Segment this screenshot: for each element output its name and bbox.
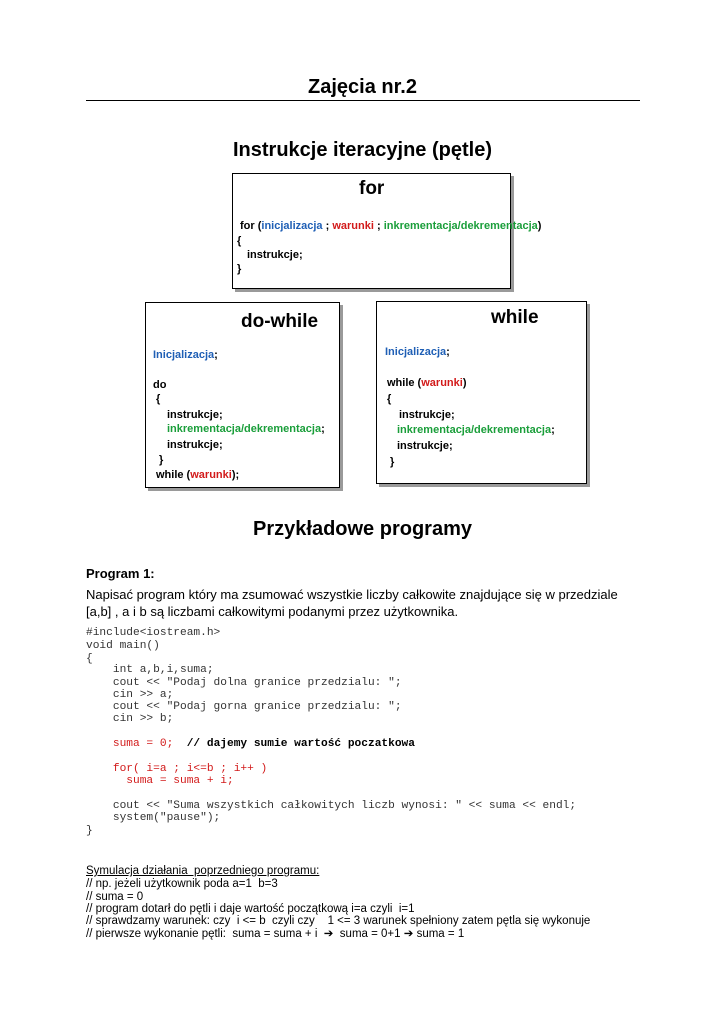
for-box-title: for (359, 178, 385, 199)
arrow-right-icon: ➔ (323, 928, 334, 940)
do-while-close-brace: } (159, 454, 164, 466)
do-while-init-line: Inicjalizacja; (153, 349, 218, 362)
code-sum-statement: suma = suma + i; (86, 775, 234, 787)
examples-heading: Przykładowe programy (253, 518, 472, 540)
code-line: { (86, 653, 93, 665)
do-while-increment-semicolon: ; (321, 423, 325, 435)
while-keyword: while ( (387, 377, 422, 389)
for-keyword: for ( (240, 220, 262, 232)
code-line-for: for( i=a ; i<=b ; i++ ) (86, 763, 267, 775)
do-while-body-1: instrukcje; (167, 409, 223, 421)
code-line: cin >> b; (86, 713, 174, 725)
do-while-increment: inkrementacja/dekrementacja (167, 423, 322, 435)
do-while-end: ); (231, 469, 240, 481)
while-increment: inkrementacja/dekrementacja (397, 424, 552, 436)
while-condition: warunki (421, 377, 463, 389)
program-label: Program 1: (86, 566, 155, 581)
while-increment-semicolon: ; (551, 424, 555, 436)
title-underline (86, 100, 640, 101)
code-line: void main() (86, 640, 160, 652)
for-separator: ; (373, 220, 384, 232)
while-close-brace: } (390, 456, 395, 468)
code-line: cin >> a; (86, 689, 174, 701)
code-line-suma-init: suma = 0; // dajemy sumie wartość poczat… (86, 738, 415, 750)
simulation-text: suma = 1 (413, 928, 465, 940)
for-open-brace: { (237, 235, 242, 247)
for-condition: warunki (332, 220, 374, 232)
code-for-loop: for( i=a ; i<=b ; i++ ) (86, 763, 268, 775)
while-init-semicolon: ; (446, 346, 450, 358)
while-box: while Inicjalizacja; while (warunki) { i… (376, 301, 587, 484)
while-increment-line: inkrementacja/dekrementacja; (397, 424, 555, 437)
simulation-text: suma = 0+1 (333, 928, 404, 940)
for-box: for for (inicjalizacja ; warunki ; inkre… (232, 173, 541, 289)
code-line-sum: suma = suma + i; (86, 775, 234, 787)
code-suma-init: suma = 0; (86, 738, 174, 750)
while-condition-line: while (warunki) (387, 377, 466, 390)
do-while-condition: warunki (190, 469, 232, 481)
for-increment: inkrementacja/dekrementacja (383, 220, 538, 232)
do-while-box-title: do-while (241, 311, 319, 332)
simulation-text: // pierwsze wykonanie pętli: suma = suma… (86, 928, 324, 940)
do-while-body-2: instrukcje; (167, 439, 223, 451)
do-while-init: Inicjalizacja (153, 349, 215, 361)
for-body: instrukcje; (247, 249, 303, 261)
for-separator: ; (322, 220, 333, 232)
code-line: int a,b,i,suma; (86, 664, 214, 676)
while-body-1: instrukcje; (399, 409, 455, 421)
simulation-line-arrows: // pierwsze wykonanie pętli: suma = suma… (86, 928, 464, 940)
code-line: #include<iostream.h> (86, 627, 221, 639)
section-title: Instrukcje iteracyjne (pętle) (233, 139, 492, 161)
for-init: inicjalizacja (261, 220, 323, 232)
code-line: cout << "Suma wszystkich całkowitych lic… (86, 800, 577, 812)
code-line: cout << "Podaj gorna granice przedzialu:… (86, 701, 402, 713)
do-while-open-brace: { (156, 393, 161, 405)
simulation-line: // suma = 0 (86, 891, 144, 903)
do-keyword: do (153, 379, 167, 391)
for-syntax-line: for (inicjalizacja ; warunki ; inkrement… (240, 220, 541, 233)
document-title: Zajęcia nr.2 (308, 76, 417, 98)
while-open-brace: { (387, 393, 392, 405)
code-line: system("pause"); (86, 812, 221, 824)
code-comment: // dajemy sumie wartość poczatkowa (173, 738, 415, 750)
while-close-paren: ) (462, 377, 467, 389)
do-while-increment-line: inkrementacja/dekrementacja; (167, 423, 325, 436)
for-close-brace: } (237, 263, 242, 275)
simulation-line: // program dotarł do pętli i daje wartoś… (86, 903, 415, 915)
simulation-heading: Symulacja działania poprzedniego program… (86, 865, 320, 877)
do-while-condition-line: while (warunki); (156, 469, 239, 482)
while-keyword: while ( (156, 469, 191, 481)
code-line: cout << "Podaj dolna granice przedzialu:… (86, 677, 402, 689)
while-body-2: instrukcje; (397, 440, 453, 452)
arrow-right-icon: ➔ (403, 928, 414, 940)
simulation-line: // np. jeżeli użytkownik poda a=1 b=3 (86, 878, 278, 890)
do-while-box: do-while Inicjalizacja; do { instrukcje;… (145, 302, 340, 488)
simulation-line: // sprawdzamy warunek: czy i <= b czyli … (86, 915, 591, 927)
do-while-init-semicolon: ; (214, 349, 218, 361)
while-init-line: Inicjalizacja; (385, 346, 450, 359)
while-box-title: while (491, 307, 539, 328)
program-description: Napisać program który ma zsumować wszyst… (86, 587, 618, 619)
code-line: } (86, 825, 93, 837)
while-init: Inicjalizacja (385, 346, 447, 358)
for-close-paren: ) (537, 220, 542, 232)
